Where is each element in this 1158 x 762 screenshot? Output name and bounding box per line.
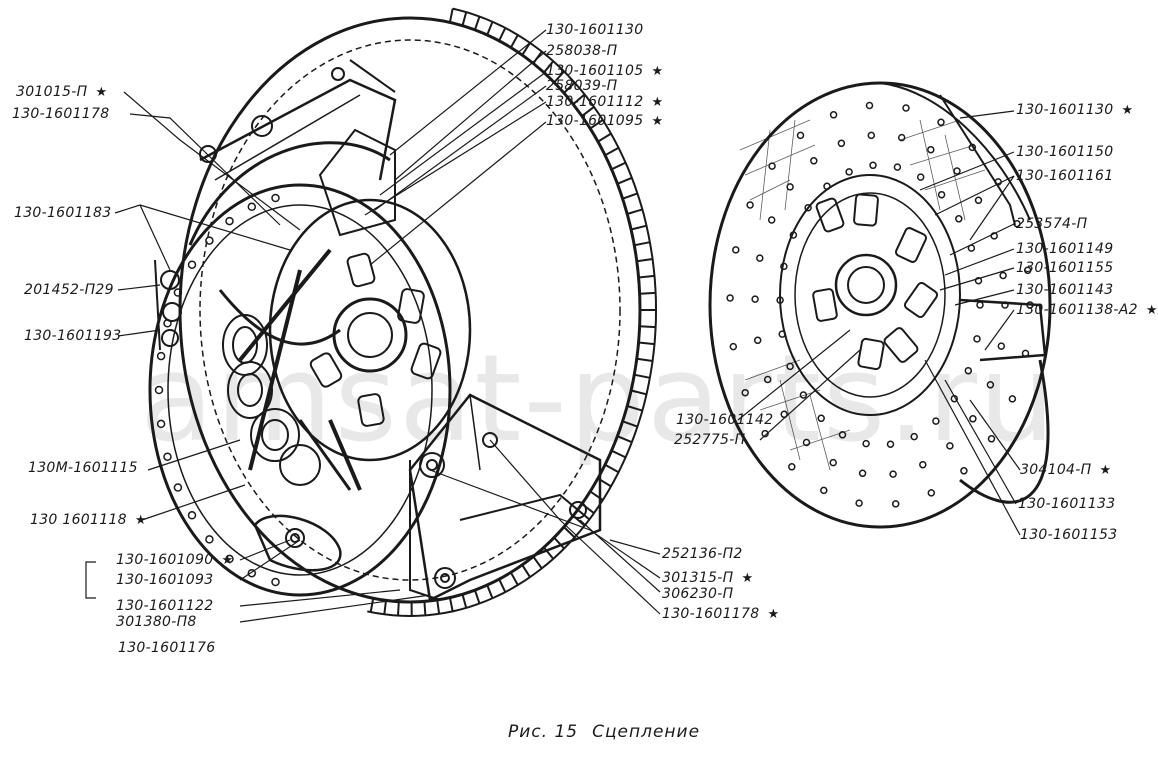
- part-label: 201452-П29: [24, 282, 114, 298]
- part-label: 130-1601122: [116, 598, 214, 614]
- figure-caption: Рис. 15 Сцепление: [508, 722, 714, 742]
- pressure-springs: [222, 314, 321, 486]
- part-label: 130-1601178★: [662, 606, 780, 622]
- part-label: 130-1601133: [1018, 496, 1116, 512]
- part-label: 130-1601095★: [546, 113, 664, 129]
- part-label: 253574-П: [1016, 216, 1088, 232]
- part-label: 252136-П2: [662, 546, 743, 562]
- part-label: 130-1601090★: [116, 552, 234, 568]
- part-label: 130 1601118★: [30, 512, 147, 528]
- lower-lever-bracket: [408, 393, 602, 602]
- figure-number: Рис. 15: [508, 722, 579, 742]
- part-label: 130-1601178: [12, 106, 110, 122]
- part-label: 130-1601193: [24, 328, 122, 344]
- driven-disc: [708, 81, 1052, 529]
- friction-texture: [739, 119, 986, 471]
- part-label: 130-1601161: [1016, 168, 1114, 184]
- part-label: 130-1601105★: [546, 63, 664, 79]
- leader-lines: [85, 29, 1021, 623]
- part-label: 130-1601155: [1016, 260, 1114, 276]
- side-bolts: [154, 259, 182, 351]
- part-label: 130-1601130: [546, 22, 644, 38]
- part-label: 301315-П★: [662, 570, 754, 586]
- part-label: 130М-1601115: [28, 460, 138, 476]
- hub-assembly: [218, 198, 472, 491]
- part-label: 130-1601138-А2★: [1016, 302, 1158, 318]
- part-label: 130-1601153: [1020, 527, 1118, 543]
- part-label: 130-1601130★: [1016, 102, 1134, 118]
- part-label: 130-1601176: [118, 640, 216, 656]
- part-label: 301380-П8: [116, 614, 197, 630]
- part-label: 252775-П: [674, 432, 746, 448]
- pressure-plate-housing: [148, 59, 452, 597]
- part-label: 130-1601183: [14, 205, 112, 221]
- part-label: 130-1601093: [116, 572, 214, 588]
- part-label: 130-1601149: [1016, 241, 1114, 257]
- part-label: 258039-П: [546, 78, 618, 94]
- part-label: 130-1601143: [1016, 282, 1114, 298]
- part-label: 130-1601142: [676, 412, 774, 428]
- figure-title: Сцепление: [592, 722, 701, 742]
- part-label: 304104-П★: [1020, 462, 1112, 478]
- cover-lug: [253, 514, 342, 572]
- part-label: 301015-П★: [16, 84, 108, 100]
- part-label: 258038-П: [546, 43, 618, 59]
- part-label: 130-1601112★: [546, 94, 664, 110]
- part-label: 130-1601150: [1016, 144, 1114, 160]
- part-label: 306230-П: [662, 586, 734, 602]
